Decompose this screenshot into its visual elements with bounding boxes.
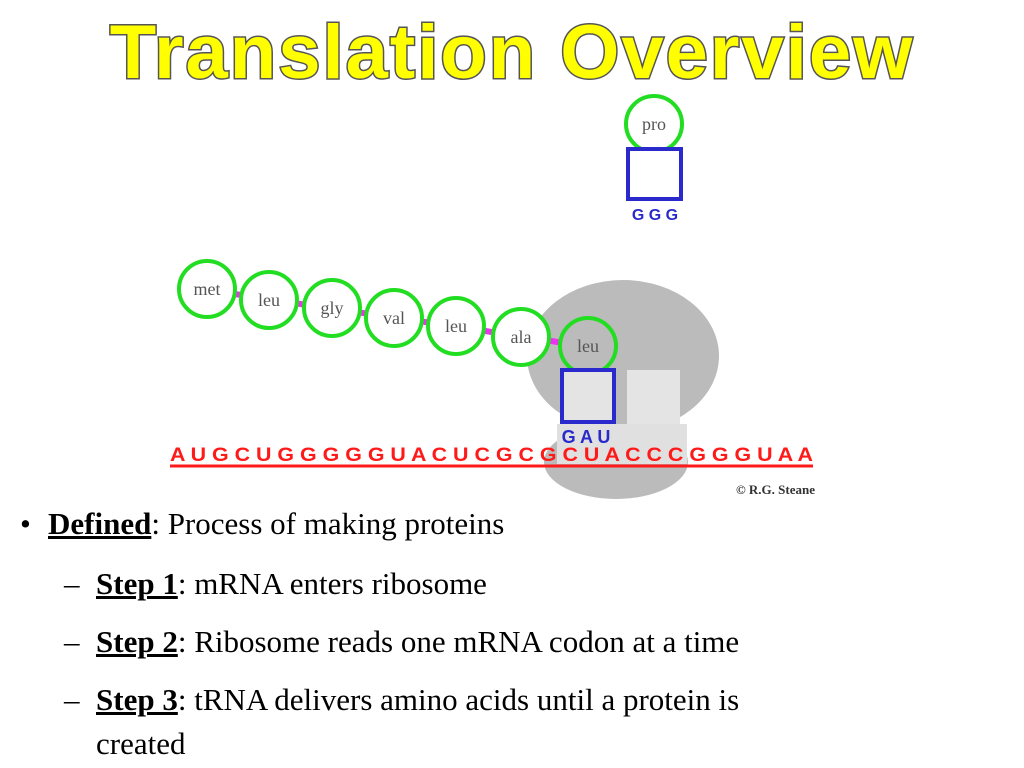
step-text: : Ribosome reads one mRNA codon at a tim… <box>177 624 740 659</box>
amino-acid-leu <box>239 270 299 330</box>
translation-diagram: pro G G G met leu gly val leu ala leu G A U A … <box>170 94 815 499</box>
trna-box-incoming <box>626 147 683 201</box>
amino-acid-label: leu <box>258 290 280 310</box>
step-2: – Step 2: Ribosome reads one mRNA codon … <box>64 624 740 660</box>
peptide-chain: met leu gly val leu ala leu <box>177 259 618 376</box>
step-text: : mRNA enters ribosome <box>177 566 487 601</box>
incoming-anticodon: G G G <box>632 207 678 224</box>
ribosome-channel <box>557 424 687 464</box>
credit-text: © R.G. Steane <box>736 482 815 497</box>
bullet-dot: • <box>20 506 31 541</box>
amino-acid-label: val <box>383 308 405 328</box>
step-3-continuation: created <box>96 726 186 761</box>
title-banner: Translation Overview <box>108 9 915 91</box>
amino-acid-label: leu <box>577 336 599 356</box>
amino-acid-label: gly <box>320 298 343 318</box>
step-1: – Step 1: mRNA enters ribosome <box>64 566 487 602</box>
bullet-defined: • Defined: Process of making proteins <box>20 506 505 542</box>
defined-text: : Process of making proteins <box>151 506 505 541</box>
amino-acid-leu <box>426 296 486 356</box>
amino-acid-gly <box>302 278 362 338</box>
amino-acid-ala <box>491 307 551 367</box>
step-3: – Step 3: tRNA delivers amino acids unti… <box>64 682 740 718</box>
step-label: Step 3 <box>96 682 178 717</box>
dash: – <box>64 682 80 717</box>
ribosome-large-subunit <box>527 280 719 432</box>
step-label: Step 2 <box>96 624 178 659</box>
amino-acid-label: leu <box>445 316 467 336</box>
dash: – <box>64 566 80 601</box>
step-text: : tRNA delivers amino acids until a prot… <box>177 682 740 717</box>
ribosome-site-a <box>627 370 680 425</box>
mrna-sequence: A U G C U G G G G G U A C U C G C G C U … <box>170 445 813 466</box>
amino-acid-label: pro <box>642 114 666 134</box>
bound-anticodon: G A U <box>562 427 611 447</box>
defined-label: Defined <box>48 506 152 541</box>
amino-acid-label: met <box>194 279 221 299</box>
slide-title: Translation Overview <box>110 10 915 90</box>
step-label: Step 1 <box>96 566 178 601</box>
amino-acid-val <box>364 288 424 348</box>
amino-acid-met <box>177 259 237 319</box>
dash: – <box>64 624 80 659</box>
trna-box-bound <box>560 368 616 424</box>
amino-acid-label: ala <box>511 327 532 347</box>
